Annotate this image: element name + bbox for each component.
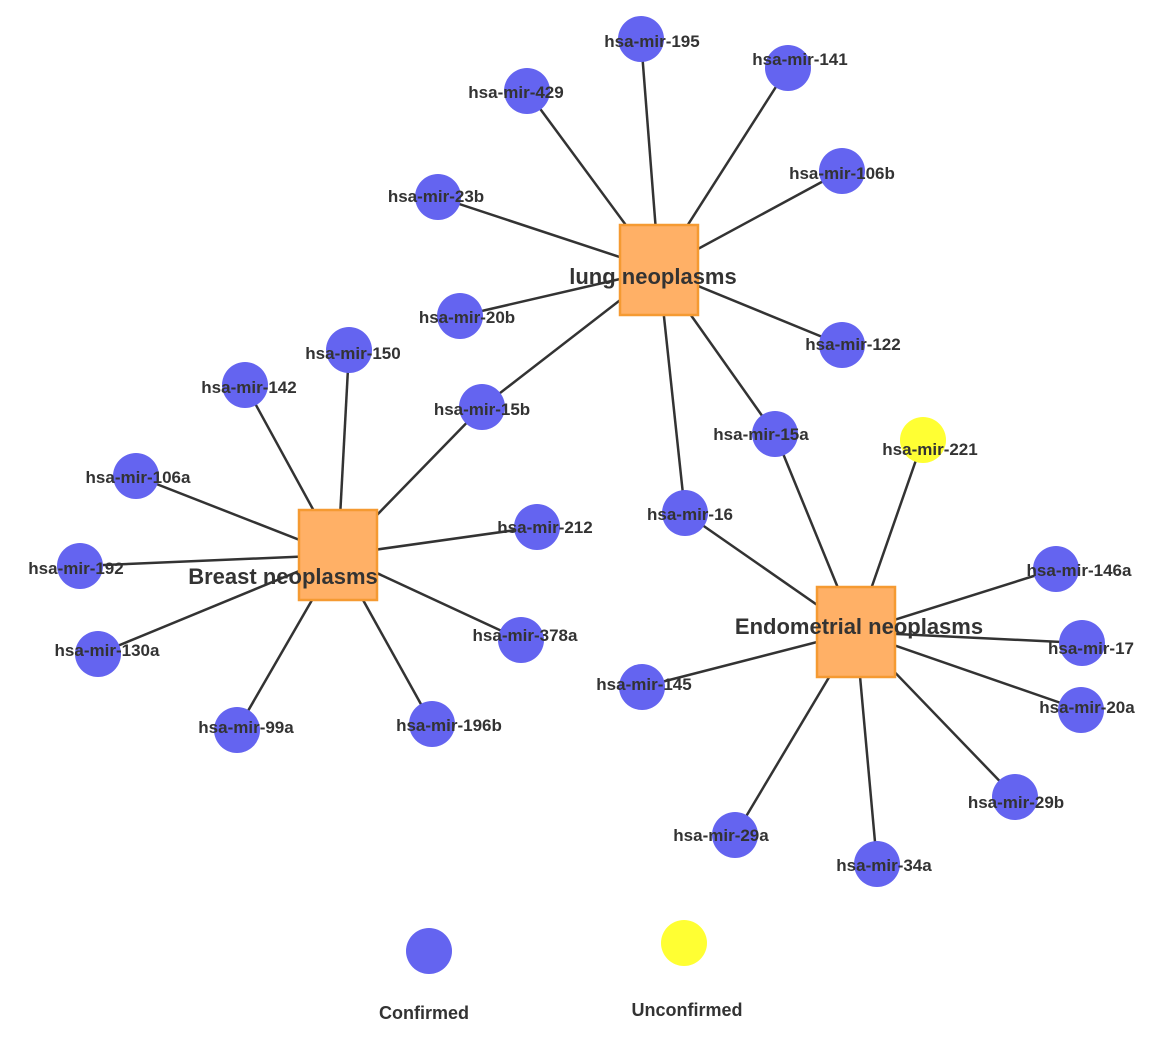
mirna-label-16: hsa-mir-16	[647, 505, 733, 524]
mirna-node-99a[interactable]	[214, 707, 260, 753]
mirna-node-145[interactable]	[619, 664, 665, 710]
mirna-node-23b[interactable]	[415, 174, 461, 220]
mirna-label-29a: hsa-mir-29a	[673, 826, 769, 845]
mirna-label-15b: hsa-mir-15b	[434, 400, 530, 419]
mirna-node-196b[interactable]	[409, 701, 455, 747]
mirna-node-192[interactable]	[57, 543, 103, 589]
mirna-node-429[interactable]	[504, 68, 550, 114]
mirna-node-141[interactable]	[765, 45, 811, 91]
mirna-label-23b: hsa-mir-23b	[388, 187, 484, 206]
mirna-node-34a[interactable]	[854, 841, 900, 887]
mirna-node-17[interactable]	[1059, 620, 1105, 666]
mirna-label-17: hsa-mir-17	[1048, 639, 1134, 658]
mirna-node-20a[interactable]	[1058, 687, 1104, 733]
mirna-node-16[interactable]	[662, 490, 708, 536]
mirna-label-29b: hsa-mir-29b	[968, 793, 1064, 812]
legend-unconfirmed-label: Unconfirmed	[631, 1000, 742, 1020]
mirna-node-212[interactable]	[514, 504, 560, 550]
mirna-label-150: hsa-mir-150	[305, 344, 400, 363]
legend-confirmed-swatch	[406, 928, 452, 974]
mirna-node-195[interactable]	[618, 16, 664, 62]
disease-label-breast: Breast neoplasms	[188, 564, 378, 589]
mirna-label-429: hsa-mir-429	[468, 83, 563, 102]
mirna-node-122[interactable]	[819, 322, 865, 368]
mirna-node-378a[interactable]	[498, 617, 544, 663]
mirna-label-142: hsa-mir-142	[201, 378, 296, 397]
disease-node-lung[interactable]	[618, 223, 700, 317]
labels-layer: hsa-mir-195 hsa-mir-141 hsa-mir-429 hsa-mir…	[28, 32, 1135, 875]
legend-confirmed-label: Confirmed	[379, 1003, 469, 1023]
edge-breast-192	[79, 553, 339, 568]
legend-unconfirmed-swatch	[661, 920, 707, 966]
mirna-node-29b[interactable]	[992, 774, 1038, 820]
mirna-label-122: hsa-mir-122	[805, 335, 900, 354]
mirna-label-34a: hsa-mir-34a	[836, 856, 932, 875]
mirna-label-192: hsa-mir-192	[28, 559, 123, 578]
mirna-node-29a[interactable]	[712, 812, 758, 858]
mirna-label-221: hsa-mir-221	[882, 440, 977, 459]
mirna-label-15a: hsa-mir-15a	[713, 425, 809, 444]
mirna-node-142[interactable]	[222, 362, 268, 408]
mirna-label-145: hsa-mir-145	[596, 675, 691, 694]
mirna-label-106a: hsa-mir-106a	[86, 468, 191, 487]
disease-node-endo[interactable]	[815, 585, 897, 679]
mirna-label-195: hsa-mir-195	[604, 32, 699, 51]
mirna-label-146a: hsa-mir-146a	[1027, 561, 1132, 580]
mirna-node-130a[interactable]	[75, 631, 121, 677]
mirna-node-146a[interactable]	[1033, 546, 1079, 592]
mirna-node-221[interactable]	[900, 417, 946, 463]
mirna-label-20a: hsa-mir-20a	[1039, 698, 1135, 717]
mirna-node-15b[interactable]	[459, 384, 505, 430]
mirna-node-20b[interactable]	[437, 293, 483, 339]
mirna-node-15a[interactable]	[752, 411, 798, 457]
mirna-node-150[interactable]	[326, 327, 372, 373]
mirna-label-141: hsa-mir-141	[752, 50, 847, 69]
mirna-node-106b[interactable]	[819, 148, 865, 194]
mirna-label-212: hsa-mir-212	[497, 518, 592, 537]
nodes-layer	[57, 16, 1105, 887]
mirna-node-106a[interactable]	[113, 453, 159, 499]
mirna-label-99a: hsa-mir-99a	[198, 718, 294, 737]
mirna-label-130a: hsa-mir-130a	[55, 641, 160, 660]
legend: Confirmed Unconfirmed	[379, 920, 743, 1023]
disease-label-endo: Endometrial neoplasms	[735, 614, 983, 639]
mirna-label-20b: hsa-mir-20b	[419, 308, 515, 327]
mirna-label-378a: hsa-mir-378a	[473, 626, 578, 645]
disease-label-lung: lung neoplasms	[569, 264, 736, 289]
disease-node-breast[interactable]	[297, 508, 379, 602]
mirna-label-106b: hsa-mir-106b	[789, 164, 895, 183]
mirna-label-196b: hsa-mir-196b	[396, 716, 502, 735]
